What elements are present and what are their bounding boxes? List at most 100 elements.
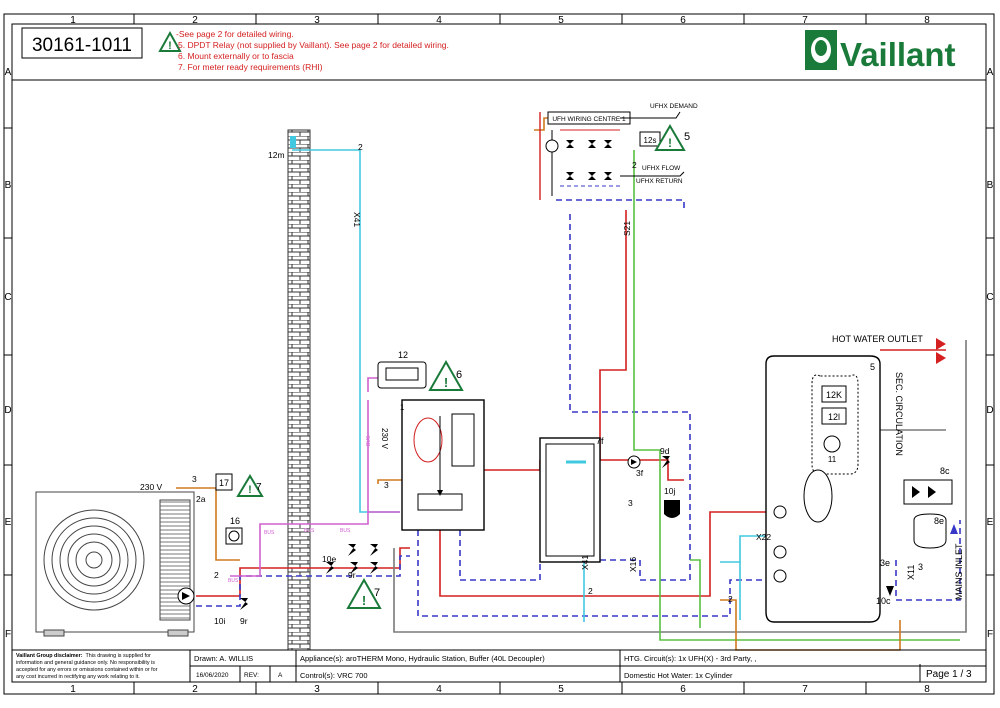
svg-text:Vaillant Group disclaimer:This: Vaillant Group disclaimer:This drawing i…: [16, 653, 151, 659]
col-label: 8: [924, 15, 930, 26]
valve-icons: [240, 456, 670, 610]
warning-6: 6: [456, 369, 462, 381]
item-9r-b: 9r: [348, 570, 356, 580]
buffer-7f: 7f: [596, 436, 604, 446]
col-label: 4: [436, 684, 442, 695]
item-3e: 3e: [880, 558, 890, 568]
item-8c: 8c: [940, 466, 950, 476]
bus-label: BUS: [366, 435, 372, 446]
row-label: E: [987, 517, 994, 528]
warning-icon: !: [654, 124, 686, 151]
buffer-decoupler: 7f: [539, 436, 604, 563]
disclaimer-line4: any cost incurred in rectifying any work…: [16, 674, 140, 680]
item-10e: 10e: [322, 554, 336, 564]
mains-inlet: MAINS INLET: [954, 543, 964, 600]
relay-12s: 12s: [644, 136, 657, 145]
col-label: 7: [802, 15, 808, 26]
cyl-11: 11: [828, 455, 837, 464]
disclaimer-line2: information and general guidance only. N…: [16, 660, 155, 666]
item-9d: 9d: [660, 446, 670, 456]
item-9r-a: 9r: [240, 616, 248, 626]
controls: Control(s): VRC 700: [300, 671, 368, 680]
note-1: 5. DPDT Relay (not supplied by Vaillant)…: [178, 40, 449, 50]
drawing-number: 30161-1011: [32, 35, 132, 56]
item-10c: 10c: [876, 596, 891, 606]
hydraulic-station-number: 1: [400, 403, 405, 412]
components: 17 ! 7 1 6 ! 7: [177, 136, 680, 610]
row-label: E: [5, 517, 12, 528]
col-label: 8: [924, 684, 930, 695]
bus-label: BUS: [264, 530, 275, 536]
voltage-230-b: 230 V: [380, 428, 389, 450]
svg-text:!: !: [168, 40, 172, 52]
col-label: 3: [314, 684, 320, 695]
row-label: C: [4, 292, 11, 303]
brand-name: Vaillant: [840, 36, 956, 73]
cable-3-a: 3: [192, 474, 197, 484]
disclaimer-line3: accepted for any errors or omissions con…: [16, 667, 158, 673]
warning-7b: 7: [374, 587, 380, 599]
cable-3-b: 3: [384, 480, 389, 490]
item-10i: 10i: [214, 616, 225, 626]
col-label: 3: [314, 15, 320, 26]
row-label: D: [986, 405, 993, 416]
row-label: B: [987, 180, 994, 191]
ufh-pump-icon: [545, 139, 559, 153]
drawing-frame: [3, 13, 995, 695]
ufh-wiring-centre-label: UFH WIRING CENTRE 1: [552, 116, 626, 123]
row-label: F: [987, 629, 993, 640]
col-label: 4: [436, 15, 442, 26]
svg-text:!: !: [362, 593, 366, 608]
disclaimer-line1: This drawing is supplied for: [86, 653, 152, 659]
col-label: 2: [192, 684, 198, 695]
vaillant-logo: Vaillant: [805, 30, 956, 73]
cable-x16: X16: [628, 557, 638, 572]
row-label: F: [5, 629, 11, 640]
expansion-vessel-10j: [664, 500, 680, 518]
controller-vrc700: 12 ! 6: [377, 350, 464, 391]
cable-s21: S21: [622, 221, 632, 236]
drawing-date: 16/06/2020: [196, 672, 229, 679]
grid-labels: 1 2 3 4 5 6 7 8 1 2 3 4 5 6 7 8 A B C D …: [4, 15, 993, 695]
title-block-footer: Vaillant Group disclaimer:This drawing i…: [12, 649, 986, 682]
cable-2-d: 2: [588, 586, 593, 596]
brick-wall: [287, 129, 311, 651]
sensor-12m-label: 12m: [268, 150, 285, 160]
col-label: 7: [802, 684, 808, 695]
bus-label: BUS: [340, 528, 351, 534]
ufh-manifold-valves: [566, 140, 612, 180]
sensor-12m: [290, 136, 296, 148]
cable-3-d: 3: [918, 562, 923, 572]
bus-label: BUS: [304, 528, 315, 534]
item-2a: 2a: [196, 494, 206, 504]
col-label: 5: [558, 15, 564, 26]
heat-pump-unit: [35, 491, 195, 637]
col-label: 1: [70, 15, 76, 26]
disclaimer-title: Vaillant Group disclaimer:: [16, 653, 83, 659]
note-2: 6. Mount externally or to fascia: [178, 51, 294, 61]
cyl-12k: 12K: [826, 390, 842, 400]
cable-x41-mid: X41: [580, 555, 590, 570]
cable-x11: X11: [906, 565, 916, 580]
svg-text:!: !: [668, 136, 672, 150]
item-17: 17: [219, 478, 229, 488]
ufh-flow-label: UFHX FLOW: [642, 165, 681, 172]
warning-icon: !: [236, 474, 264, 497]
item-3f: 3f: [636, 468, 644, 478]
htg-circuits: HTG. Circuit(s): 1x UFH(X) - 3rd Party, …: [624, 654, 756, 663]
hydraulic-station: 1 230 V: [380, 399, 485, 531]
col-label: 6: [680, 684, 686, 695]
cable-x22: X22: [756, 532, 771, 542]
note-3: 7. For meter ready requirements (RHI): [178, 62, 323, 72]
ufh-return-label: UFHX RETURN: [636, 178, 683, 185]
rev-label: REV:: [244, 672, 259, 679]
warning-7a: 7: [256, 482, 262, 493]
cable-2-c: 2: [214, 570, 219, 580]
controller-12-label: 12: [398, 350, 408, 360]
cable-2-a: 2: [358, 142, 363, 152]
unvented-kit: 8c 8e 3e 10c X11 3: [876, 338, 958, 606]
voltage-230-a: 230 V: [140, 482, 163, 492]
diagram-labels: 12m 2 X41 S21 2 230 V 3 2a 2 10i 9r 10e …: [140, 142, 964, 626]
hot-water-outlet: HOT WATER OUTLET: [832, 334, 923, 344]
